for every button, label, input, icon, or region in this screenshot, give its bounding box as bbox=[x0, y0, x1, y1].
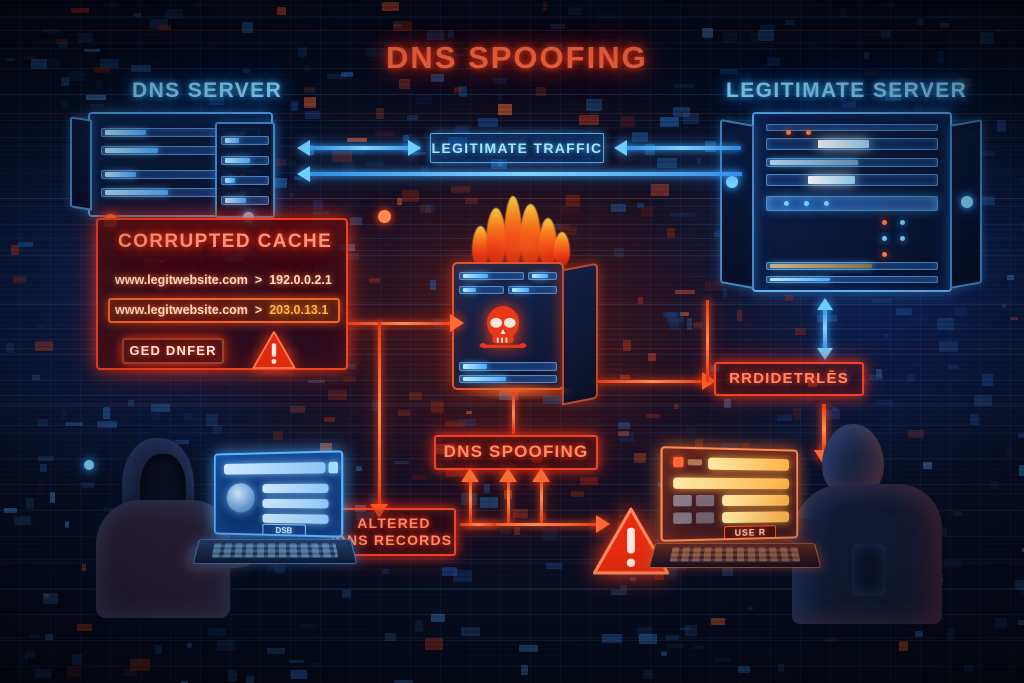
infographic-canvas: DNS SERVER LEGITIMATE SERVER DNS SPOOFIN… bbox=[0, 0, 1024, 683]
vignette-overlay bbox=[0, 0, 1024, 683]
